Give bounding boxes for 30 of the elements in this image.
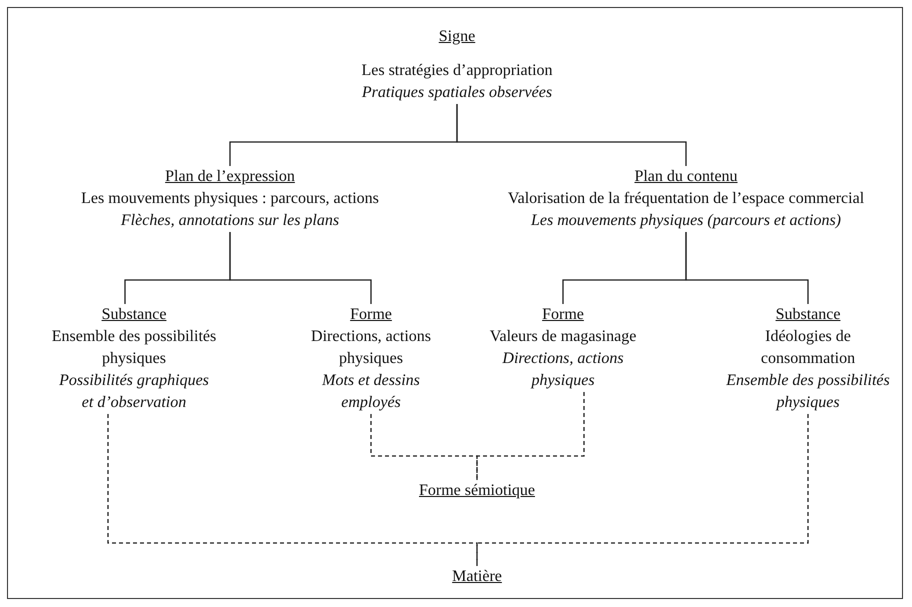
description-text: Valorisation de la fréquentation de l’espace commercial <box>506 189 866 209</box>
description-text: Directions, actions physiques <box>310 327 432 369</box>
description-text: Ensemble des possibilités physiques <box>52 327 216 369</box>
heading-text: Plan du contenu <box>633 167 739 187</box>
heading-text: Substance <box>100 305 168 325</box>
heading-text: Forme <box>541 305 585 325</box>
example-text: Directions, actions physiques <box>501 349 625 391</box>
heading-text: Forme <box>349 305 393 325</box>
heading-text: Forme sémiotique <box>418 481 536 501</box>
description-text: Les mouvements physiques : parcours, actions <box>80 189 380 209</box>
description-text: Idéologies de consommation <box>760 327 856 369</box>
example-text: Possibilités graphiques et d’observation <box>58 371 210 413</box>
connector-line <box>107 414 478 566</box>
heading-text: Matière <box>451 567 503 587</box>
example-text: Les mouvements physiques (parcours et actions) <box>530 211 842 231</box>
heading-text: Signe <box>438 27 476 47</box>
connector-line <box>476 392 585 480</box>
example-text: Pratiques spatiales observées <box>360 83 554 103</box>
heading-text: Substance <box>774 305 842 325</box>
heading-text: Plan de l’expression <box>164 167 296 187</box>
connector-line <box>370 414 478 480</box>
example-text: Flèches, annotations sur les plans <box>120 211 340 231</box>
connector-line <box>476 414 809 566</box>
connector-line <box>229 232 372 304</box>
example-text: Mots et dessins employés <box>321 371 421 413</box>
description-text: Les stratégies d’appropriation <box>360 61 554 81</box>
connector-line <box>456 104 687 166</box>
description-text: Valeurs de magasinage <box>488 327 638 347</box>
connector-line <box>685 232 809 304</box>
example-text: Ensemble des possibilités physiques <box>725 371 891 413</box>
